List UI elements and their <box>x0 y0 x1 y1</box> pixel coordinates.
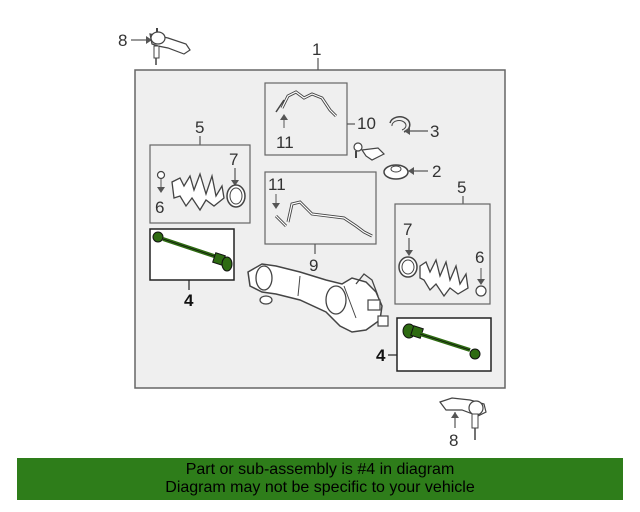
callout-7-left: 7 <box>229 150 238 169</box>
tie-rod-end-top: 8 <box>118 28 191 65</box>
callout-7-right: 7 <box>403 220 412 239</box>
callout-11-lower: 11 <box>268 175 286 194</box>
callout-11-upper: 11 <box>276 133 294 152</box>
seal-ring-part: 2 <box>383 162 441 181</box>
footer-note-disclaimer: Diagram may not be specific to your vehi… <box>165 479 475 496</box>
callout-6-left: 6 <box>155 198 164 217</box>
callout-6-right: 6 <box>475 248 484 267</box>
pipe-kit-upper: 10 11 <box>264 82 376 156</box>
callout-10: 10 <box>357 114 376 133</box>
callout-3: 3 <box>430 122 439 141</box>
footer-banner: Part or sub-assembly is #4 in diagram Di… <box>17 458 623 500</box>
callout-4-right: 4 <box>376 346 386 365</box>
inner-tie-rod-right: 4 <box>376 317 492 372</box>
callout-5-right: 5 <box>457 178 466 197</box>
callout-8-bottom: 8 <box>449 431 458 450</box>
parts-diagram: 1 8 5 7 6 4 <box>118 28 506 450</box>
boot-kit-right: 5 7 6 <box>394 178 491 305</box>
tie-rod-end-bottom: 8 <box>439 397 487 450</box>
steering-rack-housing <box>247 263 389 333</box>
callout-5-left: 5 <box>195 118 204 137</box>
inner-tie-rod-left: 4 <box>149 228 235 310</box>
callout-9: 9 <box>309 256 318 275</box>
boot-kit-left: 5 7 6 <box>149 118 251 224</box>
callout-1: 1 <box>312 40 321 59</box>
footer-note-part-number: Part or sub-assembly is #4 in diagram <box>185 461 455 478</box>
callout-8-top: 8 <box>118 31 127 50</box>
bolt-bracket <box>353 142 386 161</box>
pipe-kit-lower: 11 9 <box>264 171 377 275</box>
callout-4-left: 4 <box>184 291 194 310</box>
clip-part: 3 <box>389 116 439 141</box>
callout-2: 2 <box>432 162 441 181</box>
